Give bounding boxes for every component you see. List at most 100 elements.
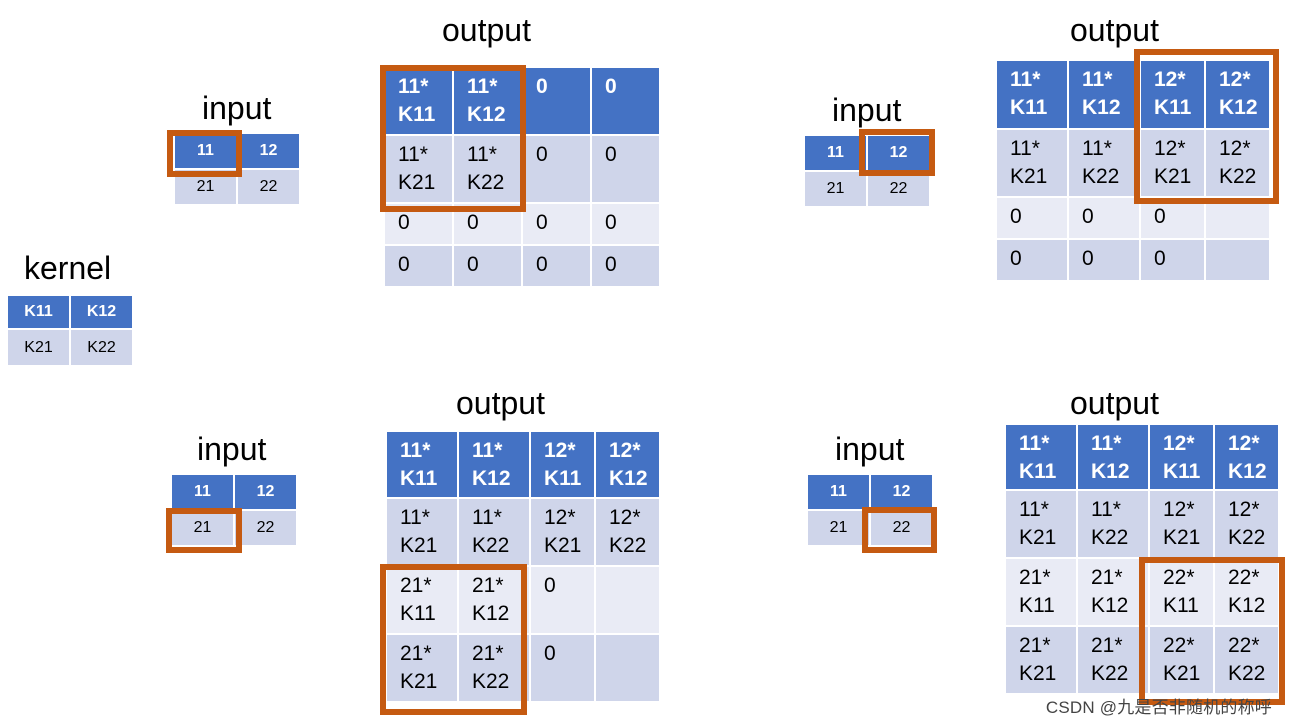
matrix-cell: 21* K11 [1006,559,1076,625]
matrix-cell: 12* K12 [596,432,659,497]
matrix-cell: 0 [531,635,594,701]
matrix-cell: 11 [805,136,866,170]
matrix-cell: 0 [523,246,590,286]
matrix-cell: 0 [1069,240,1139,280]
matrix-cell: 21* K12 [459,567,529,633]
input-title: input [832,92,902,128]
matrix-cell: 21 [172,511,233,545]
matrix-cell: 22* K21 [1150,627,1213,693]
matrix-cell: 22 [871,511,932,545]
matrix-cell: 12* K21 [1150,491,1213,557]
matrix-cell: 22* K12 [1215,559,1278,625]
matrix-cell: 12* K11 [1141,61,1204,128]
matrix-cell: 11* K11 [385,68,452,134]
matrix-cell: 22 [868,172,929,206]
watermark: CSDN @九是否非随机的称呼 [1045,698,1272,717]
matrix-cell: 21* K22 [459,635,529,701]
matrix-cell: 11* K21 [997,130,1067,196]
matrix-cell [596,635,659,701]
matrix-cell: 22 [235,511,296,545]
matrix-cell: 0 [592,68,659,134]
matrix-cell: 11* K12 [454,68,521,134]
matrix-cell: 12 [235,475,296,509]
matrix-cell: 21* K22 [1078,627,1148,693]
output-title: output [456,385,545,421]
output-title: output [1070,12,1159,48]
matrix-cell: K12 [71,296,132,328]
matrix-cell: 12* K12 [1215,425,1278,489]
matrix-cell: 0 [1069,198,1139,238]
matrix-cell: 11 [175,134,236,168]
matrix-cell: 11* K21 [387,499,457,565]
kernel-title: kernel [24,250,112,286]
matrix-cell: 12* K11 [531,432,594,497]
matrix-cell: 12* K22 [596,499,659,565]
matrix-cell: 0 [523,136,590,202]
matrix-cell: K21 [8,330,69,365]
matrix-cell: 0 [385,246,452,286]
matrix-cell: 0 [454,246,521,286]
matrix-cell: 12* K11 [1150,425,1213,489]
matrix-cell: 12 [868,136,929,170]
matrix-cell: 11 [808,475,869,509]
matrix-cell: 0 [592,136,659,202]
matrix-cell: 0 [523,68,590,134]
matrix-cell: 11* K22 [1069,130,1139,196]
matrix-cell: K22 [71,330,132,365]
matrix-cell [1206,240,1269,280]
matrix-cell: 11* K22 [454,136,521,202]
matrix-cell: 0 [592,246,659,286]
matrix-cell: 0 [531,567,594,633]
matrix-cell: 22 [238,170,299,204]
matrix-cell: 11* K11 [387,432,457,497]
input-title: input [197,431,267,467]
matrix-cell: 21* K11 [387,567,457,633]
matrix-cell: 11* K12 [1078,425,1148,489]
matrix-cell: 11* K22 [1078,491,1148,557]
matrix-cell: 11* K12 [459,432,529,497]
matrix-cell: 21* K21 [1006,627,1076,693]
matrix-cell: 12* K22 [1215,491,1278,557]
matrix-cell: 11 [172,475,233,509]
matrix-cell: 0 [997,198,1067,238]
matrix-cell: 21 [808,511,869,545]
matrix-cell: 11* K11 [997,61,1067,128]
matrix-cell: 12* K12 [1206,61,1269,128]
input-title: input [202,90,272,126]
matrix-cell: 0 [1141,240,1204,280]
matrix-cell: 12* K21 [531,499,594,565]
matrix-cell: 22* K11 [1150,559,1213,625]
matrix-cell: 21* K21 [387,635,457,701]
matrix-cell: 12 [238,134,299,168]
matrix-cell [596,567,659,633]
matrix-cell: 12* K21 [1141,130,1204,196]
matrix-cell: 21* K12 [1078,559,1148,625]
matrix-cell: 0 [997,240,1067,280]
matrix-cell [1206,198,1269,238]
matrix-cell: 11* K22 [459,499,529,565]
matrix-cell: 12* K22 [1206,130,1269,196]
matrix-cell: 21 [805,172,866,206]
matrix-cell: 11* K12 [1069,61,1139,128]
matrix-cell: 0 [523,204,590,244]
output-title: output [442,12,531,48]
matrix-cell: 0 [1141,198,1204,238]
matrix-cell: 0 [454,204,521,244]
matrix-cell: 12 [871,475,932,509]
matrix-cell: 11* K21 [385,136,452,202]
matrix-cell: 0 [385,204,452,244]
matrix-cell: 21 [175,170,236,204]
matrix-cell: 0 [592,204,659,244]
matrix-cell: 11* K11 [1006,425,1076,489]
input-title: input [835,431,905,467]
matrix-cell: K11 [8,296,69,328]
output-title: output [1070,385,1159,421]
